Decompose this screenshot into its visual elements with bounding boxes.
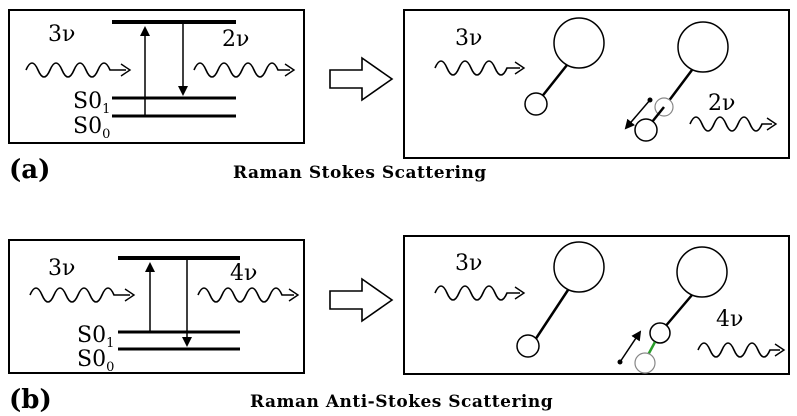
molecule-scattered-label-b: 4ν [716,307,743,332]
scattered-photon-label-b: 4ν [230,261,257,286]
molecule-incident-label-b: 3ν [455,251,482,276]
incident-wave-a [25,62,126,78]
molecule-small-atom-1a [524,92,548,116]
molecule-incident-label-a: 3ν [455,26,482,51]
molecule-scattered-wave-a [689,116,772,132]
level-upper-label-a: S01 [73,89,110,117]
transition-arrow-a [329,56,394,102]
energy-level-box-b [8,239,305,374]
molecule-large-atom-1a [553,17,605,69]
incident-wave-b [29,287,130,303]
molecule-bond-1a [539,64,568,100]
vibration-arrow-a [624,99,651,130]
molecule-bond-compress-2b [646,341,657,356]
level-lower-label-a: S00 [73,114,110,142]
panel-tag-a: (a) [9,155,50,185]
molecule-large-atom-1b [553,241,605,293]
molecule-bond-1b [533,289,570,341]
molecule-large-atom-2a [677,21,729,73]
caption-b: Raman Anti-Stokes Scattering [250,392,553,412]
molecule-large-atom-2b [676,246,728,298]
molecule-scattered-label-a: 2ν [708,91,735,116]
panel-tag-b: (b) [9,385,52,415]
vibration-dot-b [617,359,623,365]
molecule-incident-wave-b [434,285,520,301]
panel-a: 3ν 2ν S01 S00 3ν 2ν ( [8,9,790,185]
scattered-wave-arrowhead-b [288,288,300,302]
molecule-incident-wave-a [434,60,520,76]
molecule-small-atom-1b [516,334,540,358]
molecule-small-atom-2a [634,118,658,142]
molecule-incident-arrowhead-a [514,61,526,75]
scattered-wave-b [197,287,294,303]
molecule-bond-2b [663,294,693,329]
incident-wave-arrowhead-b [124,288,136,302]
level-upper-label-b: S01 [77,323,114,351]
molecule-scattered-arrowhead-a [766,117,778,131]
molecule-scattered-arrowhead-b [774,343,786,357]
incident-photon-label-a: 3ν [48,22,75,47]
caption-a: Raman Stokes Scattering [233,163,487,183]
level-lower-label-b: S00 [77,347,114,375]
molecule-small-atom-2b [649,322,671,344]
vibration-dot-a [647,97,653,103]
scattered-wave-arrowhead-a [284,63,296,77]
molecule-incident-arrowhead-b [514,286,526,300]
molecule-bond-2a [667,69,693,103]
transition-arrow-b [329,277,394,323]
molecule-ghost-atom-2b [634,352,656,374]
scattered-wave-a [193,62,290,78]
energy-level-box-a [8,9,305,144]
incident-wave-arrowhead-a [120,63,132,77]
panel-b: 3ν 4ν S01 S00 3ν 4ν (b) Raman Anti-St [8,235,790,415]
scattered-photon-label-a: 2ν [222,27,249,52]
vibration-arrow-b [619,330,642,363]
incident-photon-label-b: 3ν [48,256,75,281]
molecule-box-b [403,235,790,375]
molecule-box-a [403,9,790,159]
molecule-scattered-wave-b [697,342,780,358]
